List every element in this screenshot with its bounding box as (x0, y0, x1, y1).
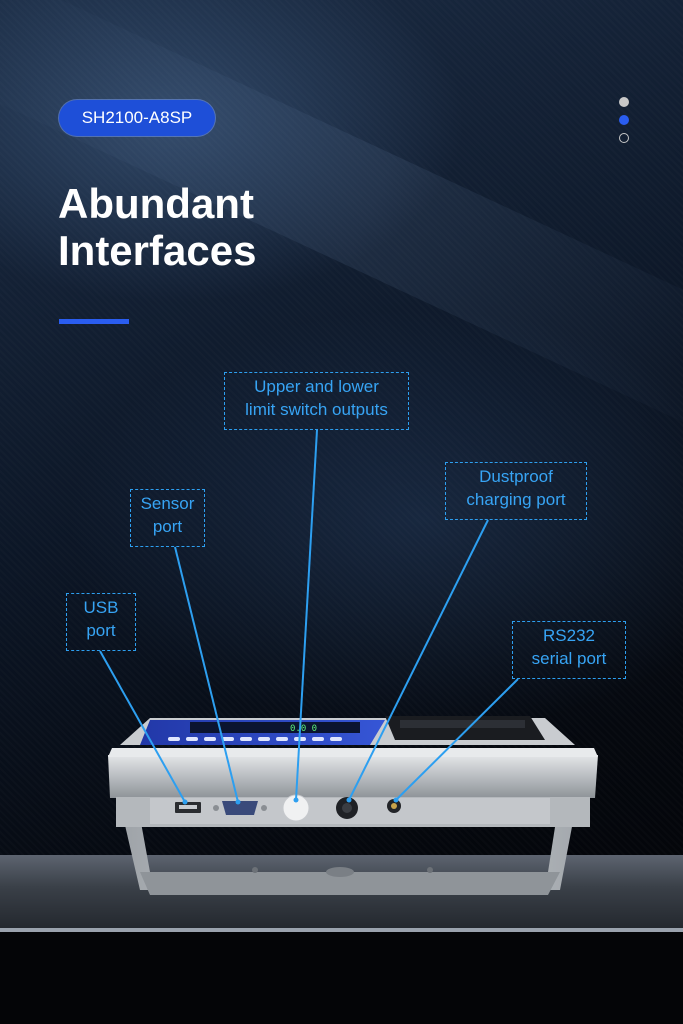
callout-sensor-port: Sensor port (130, 489, 205, 547)
floor-shadow (0, 932, 683, 1024)
leader-lines (99, 429, 519, 803)
callout-line: Upper and lower (254, 377, 379, 396)
callout-line: serial port (531, 649, 607, 668)
callout-line: port (86, 621, 116, 640)
callout-dustproof-charging-port: Dustproof charging port (445, 462, 587, 520)
callout-line: RS232 (543, 626, 595, 645)
page-dot-3[interactable] (619, 133, 629, 143)
model-badge: SH2100-A8SP (59, 100, 215, 136)
headline-line-2: Interfaces (58, 227, 257, 274)
page-dot-2-active[interactable] (619, 115, 629, 125)
table-edge (0, 928, 683, 932)
device-top: 0.0 0 (120, 716, 575, 745)
headline-line-1: Abundant (58, 180, 254, 227)
callout-line: limit switch outputs (245, 400, 388, 419)
callout-line: Dustproof (479, 467, 553, 486)
callout-rs232-serial-port: RS232 serial port (512, 621, 626, 679)
callout-line: port (152, 517, 183, 536)
sensor-port-icon (222, 801, 258, 815)
callout-line: Sensor (140, 494, 195, 513)
page-indicator (619, 97, 631, 151)
callout-usb-port: USB port (66, 593, 136, 651)
headline: Abundant Interfaces (58, 180, 256, 274)
stand-bracket (118, 795, 578, 895)
callout-line: USB (83, 598, 119, 617)
callout-line: charging port (466, 490, 566, 509)
svg-text:0.0 0: 0.0 0 (290, 724, 317, 734)
ports (175, 794, 401, 822)
callout-limit-switch-outputs: Upper and lower limit switch outputs (224, 372, 409, 430)
leader-dots (182, 797, 399, 805)
page-dot-1[interactable] (619, 97, 629, 107)
headline-accent-bar (59, 319, 129, 324)
